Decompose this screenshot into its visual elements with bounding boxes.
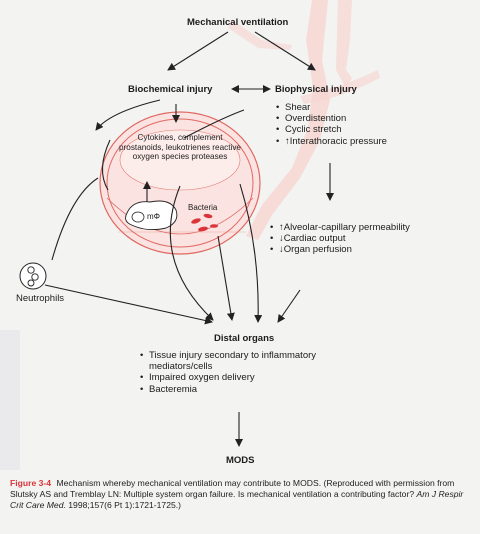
journal-name: Am J Respir Crit Care Med.: [10, 489, 464, 510]
arrow-neutrophil-to-organs: [44, 284, 213, 325]
page-edge-shadow: [0, 330, 20, 470]
arrow-mediators-to-organs: [169, 185, 214, 321]
biophysical-injury-label: Biophysical injury: [275, 84, 357, 95]
arrow-inner-loop: [101, 139, 111, 191]
arrow-vent-to-biochemical: [167, 31, 229, 71]
arrow-vent-to-biophysical: [254, 31, 316, 71]
bacteria-cluster: [191, 213, 218, 232]
macrophage-label: mΦ: [147, 212, 161, 221]
distal-organs-list: Tissue injury secondary to inflammatory …: [140, 350, 380, 395]
diagram-arrows: [44, 31, 334, 447]
bacteria-label: Bacteria: [188, 203, 218, 212]
citation-text: 1998;157(6 Pt 1):1721-1725.): [68, 500, 182, 510]
biochemical-injury-label: Biochemical injury: [128, 84, 213, 95]
list-item: ↑Interathoracic pressure: [276, 136, 387, 147]
arrow-neutrophil-up: [51, 177, 99, 261]
list-item: Impaired oxygen delivery: [140, 372, 380, 383]
distal-organs-label: Distal organs: [214, 333, 275, 344]
mods-label: MODS: [226, 455, 255, 466]
list-item: ↓Organ perfusion: [270, 244, 410, 255]
list-item: ↓Cardiac output: [270, 233, 410, 244]
caption-text: Mechanism whereby mechanical ventilation…: [10, 478, 455, 499]
mechanical-ventilation-label: Mechanical ventilation: [187, 17, 289, 28]
effects-list: ↑Alveolar-capillary permeability ↓Cardia…: [270, 222, 410, 256]
list-item: Shear: [276, 102, 387, 113]
list-item: Overdistention: [276, 113, 387, 124]
list-item: Bacteremia: [140, 384, 380, 395]
arrow-alveolus-to-organs: [239, 183, 263, 323]
arrow-effects-to-organs: [277, 289, 301, 323]
mediators-label: Cytokines, complement prostanoids, leuko…: [119, 133, 241, 162]
list-item: ↑Alveolar-capillary permeability: [270, 222, 410, 233]
list-item: Cyclic stretch: [276, 124, 387, 135]
airway-background: [228, 0, 380, 240]
biophysical-injury-list: Shear Overdistention Cyclic stretch ↑Int…: [276, 102, 387, 147]
arrow-biochem-to-cell: [95, 99, 161, 131]
neutrophil-cell: [19, 262, 47, 290]
arrow-bacteria-to-organs: [217, 235, 235, 321]
arrow-mediators-to-biophys: [183, 109, 245, 139]
neutrophils-label: Neutrophils: [16, 293, 65, 304]
list-item: Tissue injury secondary to inflammatory …: [140, 350, 364, 372]
figure-number: Figure 3-4: [10, 478, 52, 488]
figure-caption: Figure 3-4 Mechanism whereby mechanical …: [10, 478, 472, 511]
